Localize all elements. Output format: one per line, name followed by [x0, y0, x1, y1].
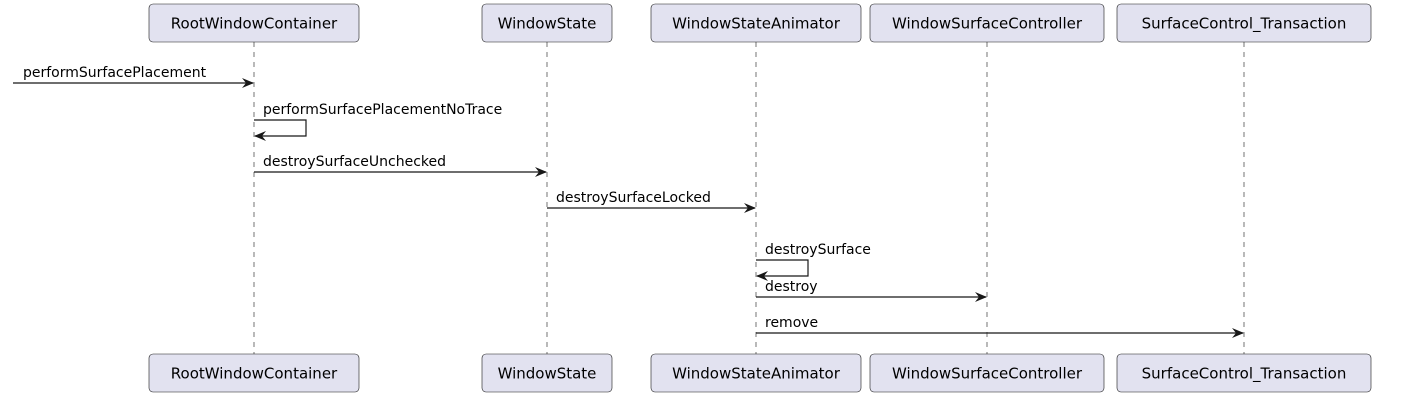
participant-bottom-3: WindowSurfaceController: [869, 353, 1105, 393]
message-label: destroySurfaceUnchecked: [263, 154, 446, 170]
participant-label: RootWindowContainer: [171, 15, 338, 33]
message-label: performSurfacePlacement: [23, 65, 207, 81]
participant-top-2: WindowStateAnimator: [650, 3, 862, 43]
message-label: destroySurface: [765, 242, 871, 258]
participant-bottom-0: RootWindowContainer: [148, 353, 360, 393]
participant-label: WindowState: [498, 15, 597, 33]
participant-top-0: RootWindowContainer: [148, 3, 360, 43]
participant-label: SurfaceControl_Transaction: [1142, 15, 1347, 34]
participant-bottom-2: WindowStateAnimator: [650, 353, 862, 393]
message-1: performSurfacePlacementNoTrace: [254, 102, 502, 141]
message-label: destroy: [765, 279, 818, 295]
message-6: remove: [756, 315, 1244, 338]
participant-label: WindowState: [498, 365, 597, 383]
participant-label: WindowSurfaceController: [892, 365, 1083, 383]
message-label: remove: [765, 315, 818, 331]
message-2: destroySurfaceUnchecked: [254, 154, 547, 177]
participant-box: [869, 353, 1105, 393]
participant-top-1: WindowState: [481, 3, 613, 43]
participant-label: SurfaceControl_Transaction: [1142, 365, 1347, 384]
participant-label: WindowStateAnimator: [672, 365, 841, 383]
participant-box: [650, 3, 862, 43]
participant-label: WindowSurfaceController: [892, 15, 1083, 33]
message-5: destroy: [756, 279, 987, 302]
messages: performSurfacePlacement performSurfacePla…: [13, 65, 1244, 338]
message-label: destroySurfaceLocked: [556, 190, 711, 206]
participants-top: RootWindowContainer WindowState WindowStat…: [148, 3, 1372, 43]
participants-bottom: RootWindowContainer WindowState WindowStat…: [148, 353, 1372, 393]
message-4: destroySurface: [756, 242, 871, 281]
participant-box: [1116, 3, 1372, 43]
participant-box: [481, 353, 613, 393]
message-label: performSurfacePlacementNoTrace: [263, 102, 502, 118]
participant-box: [869, 3, 1105, 43]
participant-box: [148, 3, 360, 43]
participant-box: [1116, 353, 1372, 393]
participant-top-3: WindowSurfaceController: [869, 3, 1105, 43]
participant-box: [148, 353, 360, 393]
participant-label: RootWindowContainer: [171, 365, 338, 383]
participant-top-4: SurfaceControl_Transaction: [1116, 3, 1372, 43]
lifelines: [253, 42, 1245, 354]
participant-bottom-4: SurfaceControl_Transaction: [1116, 353, 1372, 393]
message-3: destroySurfaceLocked: [547, 190, 756, 213]
participant-bottom-1: WindowState: [481, 353, 613, 393]
message-0: performSurfacePlacement: [13, 65, 254, 88]
participant-label: WindowStateAnimator: [672, 15, 841, 33]
participant-box: [650, 353, 862, 393]
participant-box: [481, 3, 613, 43]
self-message-arrow: [254, 119, 307, 141]
self-message-arrow: [756, 259, 809, 281]
